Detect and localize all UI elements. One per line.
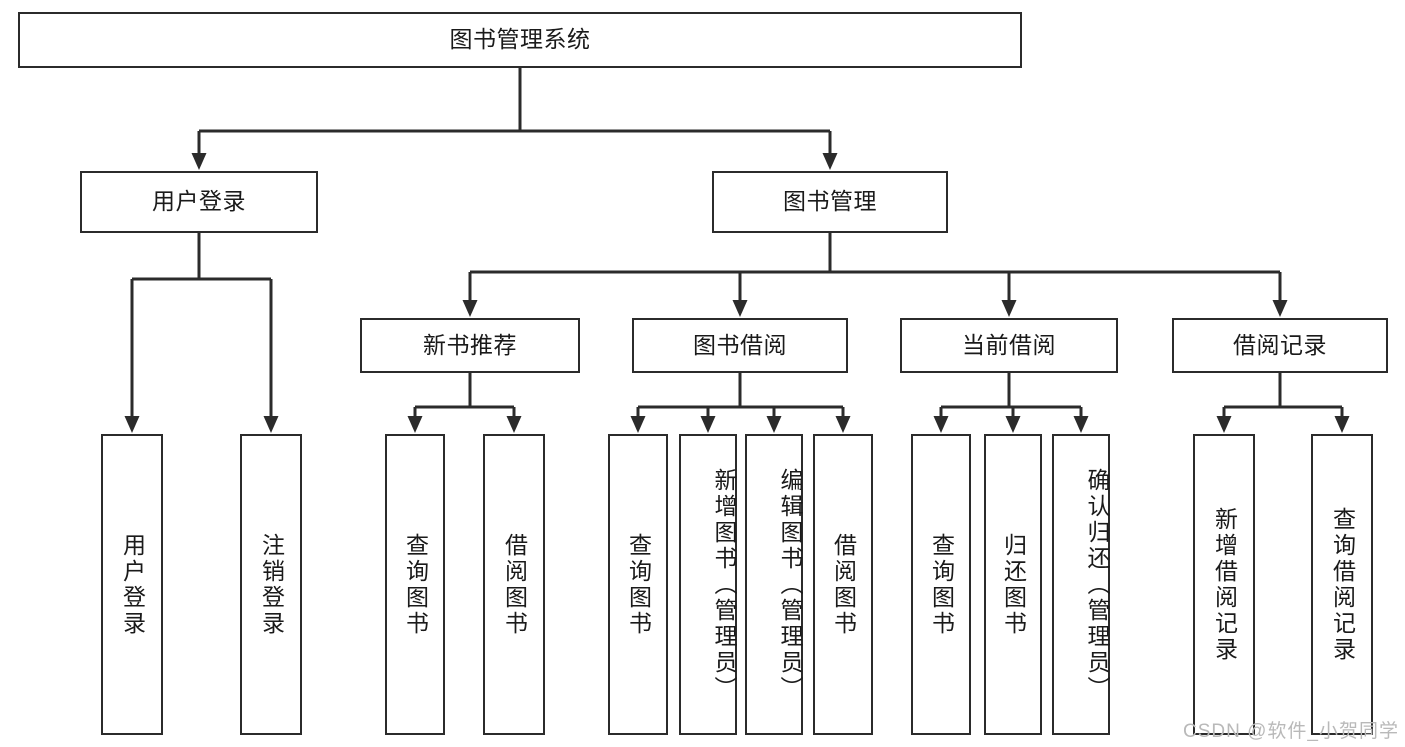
node-leaf_12[interactable]: 查询借阅记录 [1311,434,1373,735]
node-l3_3[interactable]: 借阅记录 [1172,318,1388,373]
node-leaf_9[interactable]: 归还图书 [984,434,1042,735]
node-label: 确认归还（管理员） [1084,467,1110,702]
node-label: 新书推荐 [423,331,517,358]
node-l3_0[interactable]: 新书推荐 [360,318,580,373]
node-leaf_7[interactable]: 借阅图书 [813,434,873,735]
node-label: 编辑图书（管理员） [777,467,803,702]
watermark: CSDN @软件_小贺同学 [1183,721,1399,742]
node-leaf_10[interactable]: 确认归还（管理员） [1052,434,1110,735]
node-label: 新增图书（管理员） [711,467,737,702]
node-leaf_8[interactable]: 查询图书 [911,434,971,735]
node-root[interactable]: 图书管理系统 [18,12,1022,68]
node-leaf_6[interactable]: 编辑图书（管理员） [745,434,803,735]
node-label: 用户登录 [152,188,246,215]
node-label: 查询图书 [928,532,955,637]
node-label: 借阅记录 [1233,331,1327,358]
node-l3_1[interactable]: 图书借阅 [632,318,848,373]
node-l2_1[interactable]: 图书管理 [712,171,948,233]
node-leaf_3[interactable]: 借阅图书 [483,434,545,735]
node-l2_0[interactable]: 用户登录 [80,171,318,233]
node-leaf_1[interactable]: 注销登录 [240,434,302,735]
node-label: 借阅图书 [501,532,528,637]
node-label: 归还图书 [1000,532,1027,637]
node-leaf_11[interactable]: 新增借阅记录 [1193,434,1255,735]
node-label: 查询借阅记录 [1329,506,1356,663]
node-label: 用户登录 [119,532,146,637]
node-leaf_2[interactable]: 查询图书 [385,434,445,735]
node-label: 图书管理系统 [449,26,591,53]
node-leaf_4[interactable]: 查询图书 [608,434,668,735]
node-label: 图书管理 [783,188,877,215]
node-label: 借阅图书 [830,532,857,637]
node-label: 查询图书 [625,532,652,637]
node-l3_2[interactable]: 当前借阅 [900,318,1118,373]
node-label: 新增借阅记录 [1211,506,1238,663]
node-label: 查询图书 [402,532,429,637]
node-label: 注销登录 [258,532,285,637]
node-label: 当前借阅 [962,331,1056,358]
node-leaf_5[interactable]: 新增图书（管理员） [679,434,737,735]
node-leaf_0[interactable]: 用户登录 [101,434,163,735]
node-label: 图书借阅 [693,331,787,358]
